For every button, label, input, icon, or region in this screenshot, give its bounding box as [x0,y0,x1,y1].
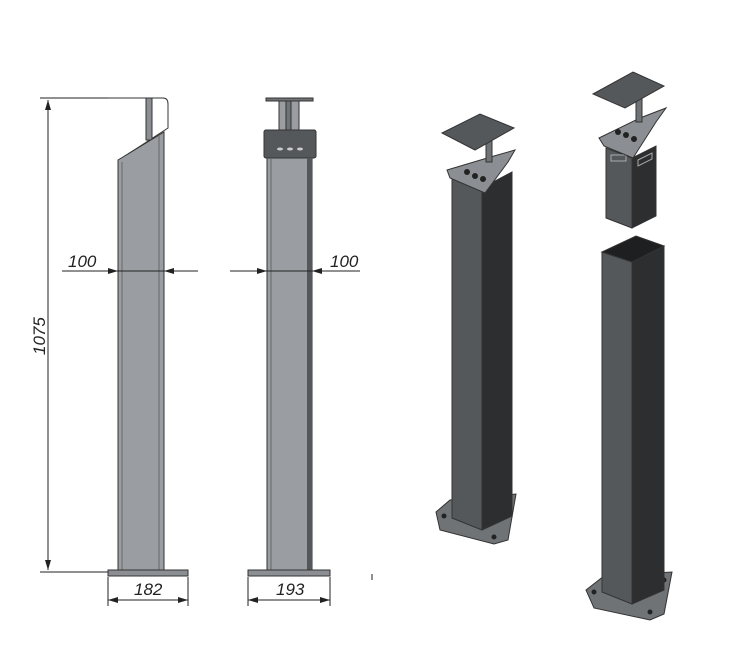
side-top-plate [108,97,169,159]
lower-tube-opening [600,235,666,263]
dimensions: 1075 100 100 182 193 [30,97,373,606]
height-dimension-label: 1075 [30,317,49,355]
side-view [107,97,189,577]
front-view [247,97,331,577]
side-body [117,131,165,571]
front-width-dimension-label: 100 [330,252,359,271]
side-width-dimension-label: 100 [68,252,97,271]
side-stem [145,97,153,141]
isometric-view-exploded [585,71,673,621]
cap-plate [591,71,666,109]
collar-plate [446,149,517,194]
post-right-face [481,171,513,531]
lower-tube-right [631,245,665,605]
post-left-face [451,177,483,531]
cap-plate [440,113,516,151]
front-body [266,157,313,571]
front-base-plate [247,569,331,577]
side-base-plate [107,569,189,577]
side-base-dimension-label: 182 [134,580,163,599]
front-head-box [263,129,317,159]
upper-box-left [605,147,633,229]
front-base-dimension-label: 193 [276,580,305,599]
lower-tube-left [601,251,633,605]
isometric-view-assembled [435,113,517,545]
